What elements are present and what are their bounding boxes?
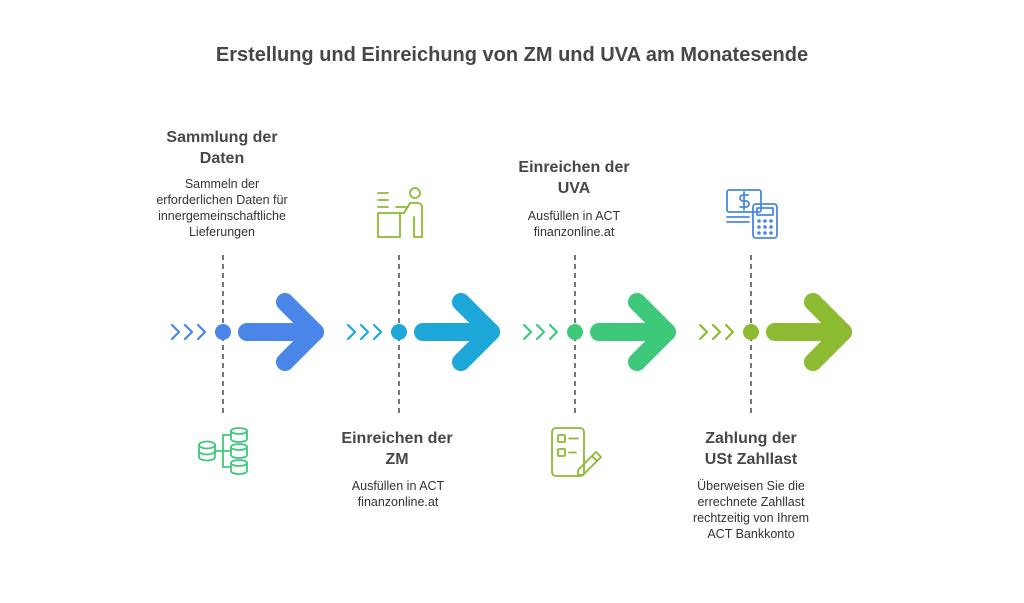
step-4-flow	[698, 255, 852, 415]
step-3-heading: Einreichen der UVA	[489, 157, 659, 199]
step-4-heading-line2: USt Zahllast	[704, 451, 798, 468]
step-3-heading-line1: Einreichen der	[518, 159, 630, 176]
step-2-chevrons-icon	[346, 323, 383, 341]
step-1-desc-line: innergemeinschaftliche	[158, 209, 286, 223]
step-1-heading: Sammlung der Daten	[137, 127, 307, 169]
step-2-heading-line2: ZM	[385, 451, 409, 468]
step-4-heading-line1: Zahlung der	[705, 430, 797, 447]
step-3-desc-line: Ausfüllen in ACT	[527, 209, 621, 223]
step-3-flow	[522, 255, 676, 415]
step-1-arrow-icon	[238, 293, 324, 371]
step-2-flow	[346, 255, 500, 415]
step-4-desc-line: rechtzeitig von Ihrem	[692, 511, 810, 525]
step-2-heading: Einreichen der ZM	[312, 428, 482, 470]
step-1-desc-line: Lieferungen	[188, 225, 256, 239]
step-4-desc-line: ACT Bankkonto	[707, 527, 795, 541]
step-4-desc-line: errechnete Zahllast	[697, 495, 805, 509]
step-1-heading-line2: Daten	[199, 150, 245, 167]
database-icon	[198, 427, 248, 475]
step-4-desc-line: Überweisen Sie die	[697, 479, 805, 493]
step-1-chevrons-icon	[170, 323, 207, 341]
step-3-description: Ausfüllen in ACT finanzonline.at	[479, 208, 669, 240]
step-3-heading-line2: UVA	[557, 180, 591, 197]
step-3-chevrons-icon	[522, 323, 559, 341]
form-with-pencil-icon	[551, 427, 602, 477]
diagram-title: Erstellung und Einreichung von ZM und UV…	[215, 44, 809, 66]
step-2-description: Ausfüllen in ACT finanzonline.at	[303, 478, 493, 510]
step-4-description: Überweisen Sie die errechnete Zahllast r…	[656, 478, 846, 542]
money-calculator-icon	[726, 189, 778, 239]
step-2-desc-line: Ausfüllen in ACT	[351, 479, 445, 493]
step-4-heading: Zahlung der USt Zahllast	[666, 428, 836, 470]
step-4-dot	[743, 324, 759, 340]
step-1-dot	[215, 324, 231, 340]
step-2-heading-line1: Einreichen der	[341, 430, 453, 447]
person-at-desk-icon	[377, 187, 423, 238]
step-3-arrow-icon	[590, 293, 676, 371]
step-1-heading-line1: Sammlung der	[166, 129, 278, 146]
step-4-arrow-icon	[766, 293, 852, 371]
step-1-flow	[170, 255, 324, 415]
step-1-description: Sammeln der erforderlichen Daten für inn…	[127, 176, 317, 240]
step-2-dot	[391, 324, 407, 340]
step-1-desc-line: erforderlichen Daten für	[156, 193, 288, 207]
step-4-chevrons-icon	[698, 323, 735, 341]
step-2-desc-line: finanzonline.at	[357, 495, 439, 509]
step-3-dot	[567, 324, 583, 340]
step-1-desc-line: Sammeln der	[184, 177, 260, 191]
step-3-desc-line: finanzonline.at	[533, 225, 615, 239]
step-2-arrow-icon	[414, 293, 500, 371]
